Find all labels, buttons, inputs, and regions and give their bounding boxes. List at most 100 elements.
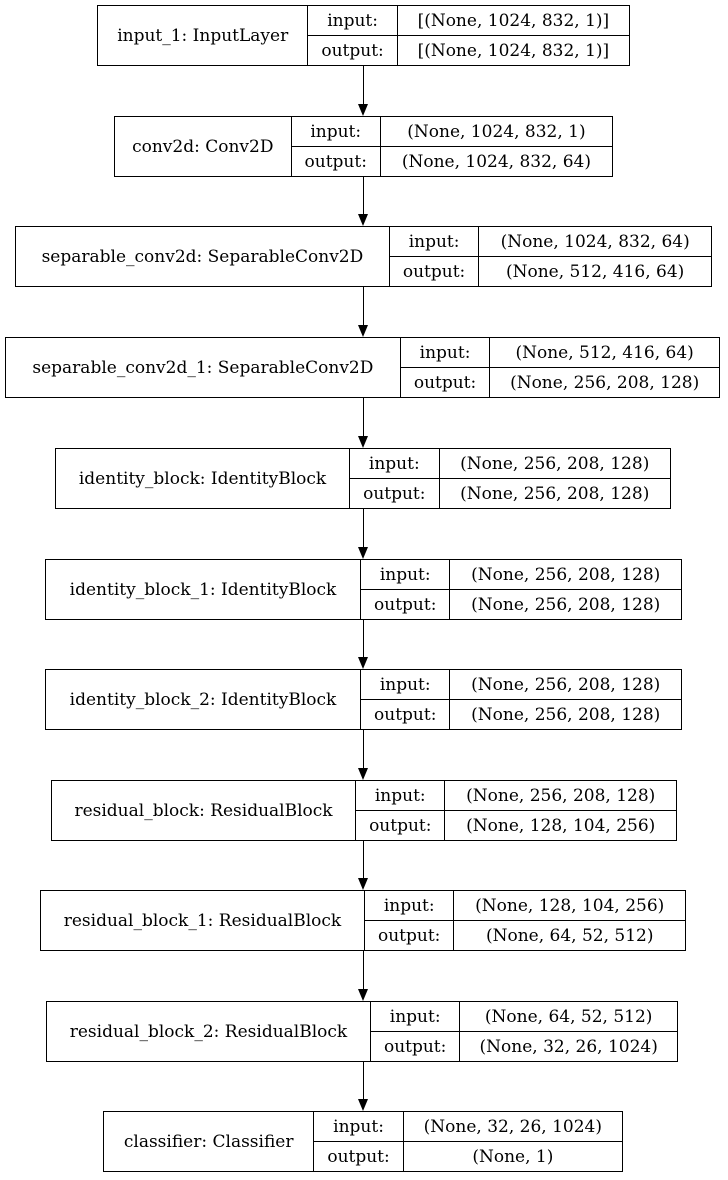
input-label: input: (291, 117, 380, 147)
edge-line (363, 66, 364, 104)
input-shape: (None, 1024, 832, 64) (479, 227, 711, 257)
input-label: input: (361, 560, 450, 590)
port-labels: input: output: (400, 338, 491, 397)
input-shape: (None, 512, 416, 64) (490, 338, 719, 368)
output-shape: [(None, 1024, 832, 1)] (417, 40, 610, 61)
arrow-down-icon (358, 214, 368, 226)
input-label: input: (308, 6, 397, 36)
port-labels: input:output: (364, 891, 455, 950)
output-label: output: (321, 40, 384, 61)
input-label: input: (400, 338, 490, 368)
input-label: input: (370, 1002, 460, 1032)
output-shape: (None, 256, 208, 128) (471, 594, 661, 615)
layer-name: classifier: Classifier (104, 1112, 315, 1171)
edge-line (363, 398, 364, 436)
arrow-down-icon (358, 1099, 368, 1111)
output-label: output: (413, 372, 477, 393)
port-shapes: (None, 256, 208, 128) (None, 256, 208, 12… (450, 560, 681, 619)
port-labels: input: output: (356, 781, 446, 840)
port-labels: input:output: (291, 117, 381, 176)
output-shape: (None, 512, 416, 64) (505, 261, 685, 282)
input-label: input: (350, 449, 439, 479)
edge-line (363, 1062, 364, 1099)
port-shapes: (None, 128, 104, 256) (None, 64, 52, 512) (454, 891, 685, 950)
output-shape: (None, 32, 26, 1024) (479, 1036, 658, 1057)
arrow-down-icon (358, 989, 368, 1001)
layer-name: separable_conv2d: SeparableConv2D (16, 227, 390, 286)
output-shape: (None, 1) (472, 1146, 554, 1167)
input-label: input: (361, 670, 450, 700)
output-label: output: (363, 483, 426, 504)
arrow-down-icon (358, 547, 368, 559)
arrow-down-icon (358, 436, 368, 448)
layer-name: input_1: InputLayer (98, 6, 309, 65)
output-shape: (None, 128, 104, 256) (466, 815, 656, 836)
layer-name: identity_block: IdentityBlock (56, 449, 351, 508)
arrow-down-icon (358, 768, 368, 780)
port-shapes: (None, 256, 208, 128) (None, 256, 208, 12… (439, 449, 670, 508)
output-label: output: (374, 594, 437, 615)
arrow-down-icon (358, 104, 368, 116)
port-labels: input: output: (350, 449, 440, 508)
output-shape: (None, 64, 52, 512) (485, 925, 654, 946)
output-label: output: (378, 925, 441, 946)
port-labels: input: output: (308, 6, 398, 65)
port-shapes: (None, 256, 208, 128) (None, 128, 104, 25… (445, 781, 676, 840)
edge-line (363, 730, 364, 768)
input-shape: (None, 256, 208, 128) (450, 560, 681, 590)
output-shape: (None, 256, 208, 128) (510, 372, 700, 393)
arrow-down-icon (358, 325, 368, 337)
port-shapes: (None, 512, 416, 64) (None, 256, 208, 128… (490, 338, 719, 397)
port-shapes: (None, 256, 208, 128) (None, 256, 208, 12… (450, 670, 681, 729)
input-label: input: (356, 781, 445, 811)
edge-line (363, 951, 364, 989)
port-shapes: [(None, 1024, 832, 1)][(None, 1024, 832,… (397, 6, 629, 65)
input-label: input: (314, 1112, 403, 1142)
layer-name: identity_block_2: IdentityBlock (46, 670, 362, 729)
port-shapes: (None, 1024, 832, 64) (None, 512, 416, 64… (479, 227, 711, 286)
arrow-down-icon (358, 657, 368, 669)
output-shape: (None, 1024, 832, 64) (401, 151, 591, 172)
input-shape: (None, 128, 104, 256) (454, 891, 685, 921)
layer-name: conv2d: Conv2D (115, 117, 292, 176)
output-shape: (None, 256, 208, 128) (471, 704, 661, 725)
layer-name: separable_conv2d_1: SeparableConv2D (6, 338, 401, 397)
port-shapes: (None, 64, 52, 512) (None, 32, 26, 1024) (460, 1002, 677, 1061)
input-shape: (None, 256, 208, 128) (439, 449, 670, 479)
input-shape: (None, 1024, 832, 1) (380, 117, 612, 147)
port-shapes: (None, 1024, 832, 1) (None, 1024, 832, 64… (380, 117, 612, 176)
input-shape: (None, 256, 208, 128) (450, 670, 681, 700)
input-shape: (None, 32, 26, 1024) (403, 1112, 622, 1142)
output-label: output: (374, 704, 437, 725)
port-labels: input: output: (361, 670, 451, 729)
port-labels: input: output: (389, 227, 480, 286)
layer-name: identity_block_1: IdentityBlock (46, 560, 362, 619)
edge-line (363, 620, 364, 657)
layer-name: residual_block_1: ResidualBlock (41, 891, 365, 950)
edge-line (363, 841, 364, 878)
output-label: output: (383, 1036, 447, 1057)
output-shape: (None, 256, 208, 128) (460, 483, 650, 504)
arrow-down-icon (358, 878, 368, 890)
layer-name: residual_block_2: ResidualBlock (47, 1002, 371, 1061)
edge-line (363, 287, 364, 325)
edge-line (363, 509, 364, 547)
input-label: input: (389, 227, 479, 257)
edge-line (363, 177, 364, 214)
port-labels: input: output: (370, 1002, 461, 1061)
output-label: output: (402, 261, 466, 282)
input-shape: (None, 64, 52, 512) (460, 1002, 677, 1032)
input-shape: (None, 256, 208, 128) (445, 781, 676, 811)
output-label: output: (369, 815, 432, 836)
port-shapes: (None, 32, 26, 1024) (None, 1) (403, 1112, 622, 1171)
